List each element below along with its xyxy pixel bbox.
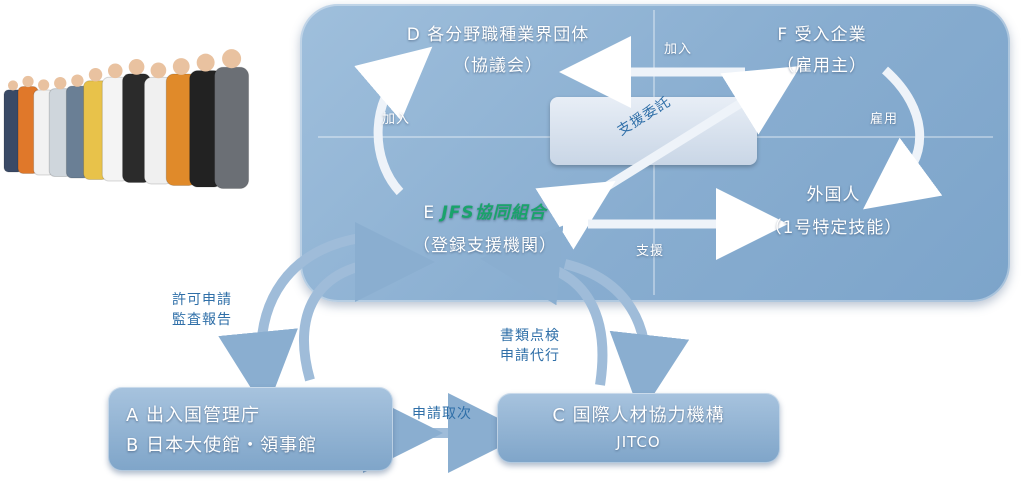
node-ab-line2: B 日本大使館・領事館 xyxy=(126,435,318,456)
edge-label-e-c-line1: 書類点検 xyxy=(500,328,560,344)
node-foreign: 外国人 （1号特定技能） xyxy=(746,180,921,238)
edge-label-f-to-d: 加入 xyxy=(664,42,693,57)
node-c-line2: JITCO xyxy=(616,433,661,451)
arrow-ab-to-e xyxy=(298,222,435,382)
node-f-line2: （雇用主） xyxy=(777,56,867,76)
workers-illustration xyxy=(3,49,250,190)
node-d-line1: D 各分野職種業界団体 xyxy=(406,25,590,45)
edge-label-e-ab: 許可申請 監査報告 xyxy=(172,290,232,330)
worker-head xyxy=(172,58,190,75)
arrow-e-f-diagonal xyxy=(535,65,801,250)
worker-head xyxy=(108,63,123,79)
edge-label-e-ab-line1: 許可申請 xyxy=(172,292,232,308)
node-foreign-line1: 外国人 xyxy=(806,185,861,205)
node-e-line2: （登録支援機関） xyxy=(413,236,557,256)
arrow-e-to-d-curve xyxy=(354,46,433,196)
edge-label-e-c: 書類点検 申請代行 xyxy=(500,326,560,366)
node-ab-line1: A 出入国管理庁 xyxy=(126,405,261,426)
node-c-line1: C 国際人材協力機構 xyxy=(552,405,725,426)
worker-head xyxy=(54,76,67,90)
node-f-line1: F 受入企業 xyxy=(777,25,867,45)
worker-head xyxy=(38,79,50,91)
arrow-c-to-e xyxy=(480,225,608,386)
worker-head xyxy=(88,67,103,82)
edge-label-e-c-line2: 申請代行 xyxy=(500,348,560,364)
worker-head xyxy=(22,75,34,88)
worker-head xyxy=(196,53,215,72)
arrow-f-to-foreign-curve xyxy=(863,66,943,210)
node-d-line2: （協議会） xyxy=(453,56,543,76)
node-e: E JFS協同組合 （登録支援機関） xyxy=(385,198,585,256)
worker-head xyxy=(71,74,84,87)
arrow-e-to-c xyxy=(563,259,690,415)
edge-label-e-to-d: 加入 xyxy=(382,112,411,127)
node-e-name: JFS協同組合 xyxy=(441,203,547,223)
node-ab-box: A 出入国管理庁 B 日本大使館・領事館 xyxy=(108,387,393,471)
edge-label-ab-c: 申請取次 xyxy=(412,406,472,422)
worker-head xyxy=(128,59,145,75)
worker-head xyxy=(7,80,19,91)
arrow-e-to-ab xyxy=(218,233,361,412)
worker-head xyxy=(222,49,242,69)
node-e-line1: E JFS協同組合 xyxy=(385,198,585,223)
node-f: F 受入企業 （雇用主） xyxy=(752,20,892,76)
edge-label-f-to-foreign: 雇用 xyxy=(870,112,899,127)
worker-head xyxy=(150,62,167,79)
edge-label-e-ab-line2: 監査報告 xyxy=(172,312,232,328)
node-foreign-line2: （1号特定技能） xyxy=(764,218,903,238)
node-c-box: C 国際人材協力機構 JITCO xyxy=(497,393,780,463)
node-d: D 各分野職種業界団体 （協議会） xyxy=(388,20,608,76)
edge-label-e-to-foreign: 支援 xyxy=(636,244,665,259)
node-e-prefix: E xyxy=(423,203,436,223)
